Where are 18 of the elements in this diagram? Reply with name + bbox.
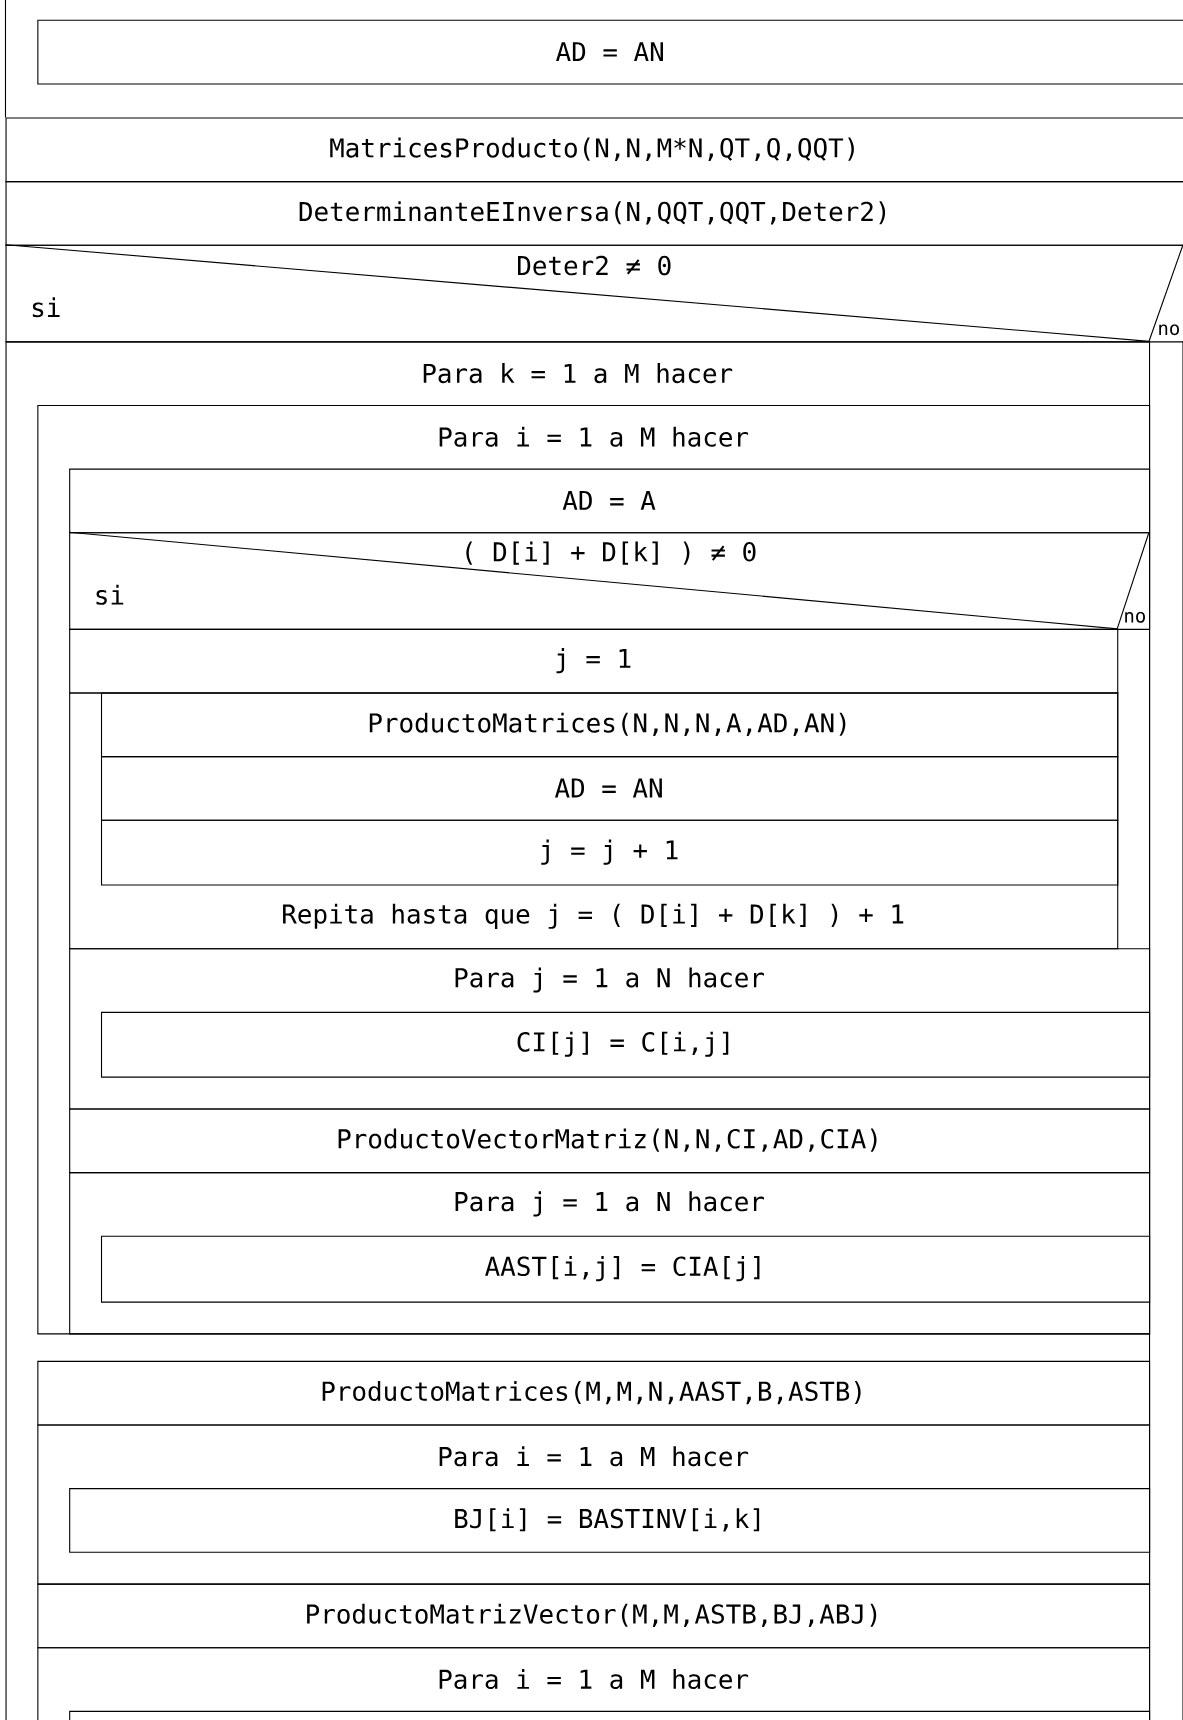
process-box: BJ[i] = BASTINV[i,k]	[69, 1488, 1151, 1553]
process-box: DeterminanteEInversa(N,QQT,QQT,Deter2)	[5, 181, 1183, 246]
process-box: MatricesProducto(N,N,M*N,QT,Q,QQT)	[5, 117, 1183, 183]
process-box: AD = AN	[37, 19, 1183, 85]
process-box: j = 1	[69, 628, 1119, 694]
loop-box: Para i = 1 a M hacer	[37, 1647, 1151, 1720]
process-box: ProductoVectorMatriz(N,N,CI,AD,CIA)	[69, 1108, 1151, 1174]
process-box: ProductoMatrices(N,N,N,A,AD,AN)	[100, 692, 1119, 758]
empty-box	[69, 1710, 1151, 1720]
process-box: AD = AN	[100, 756, 1119, 821]
decision-box: Deter2 ≠ 0 si no	[4, 244, 1183, 343]
process-box: ProductoMatrices(M,M,N,AAST,B,ASTB)	[37, 1360, 1151, 1426]
process-box: ProductoMatrizVector(M,M,ASTB,BJ,ABJ)	[37, 1583, 1151, 1649]
process-box: CI[j] = C[i,j]	[100, 1011, 1151, 1078]
process-box: j = j + 1	[100, 819, 1119, 886]
decision-box: ( D[i] + D[k] ) ≠ 0 si no	[68, 531, 1151, 630]
process-box: AAST[i,j] = CIA[j]	[100, 1235, 1151, 1303]
process-box: AD = A	[69, 468, 1151, 534]
